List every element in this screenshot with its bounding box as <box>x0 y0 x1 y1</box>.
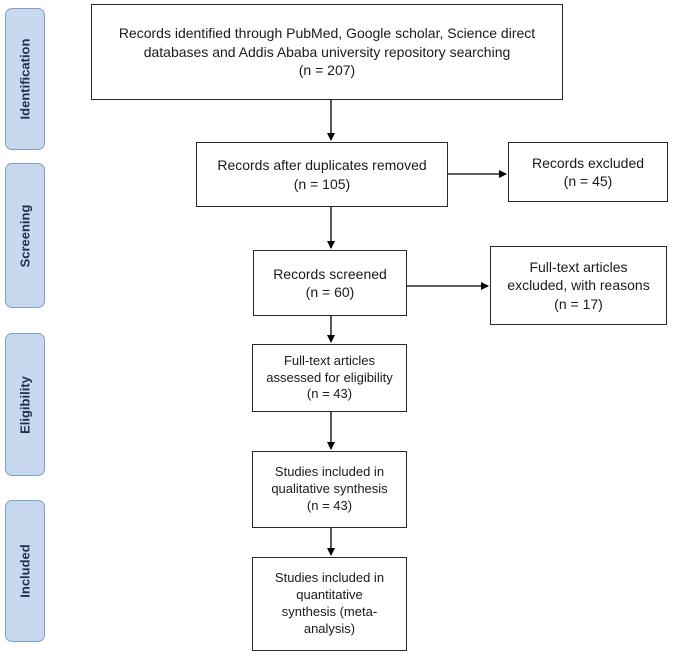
box-records-screened: Records screened (n = 60) <box>253 250 407 316</box>
box-records-identified: Records identified through PubMed, Googl… <box>91 4 563 100</box>
stage-included: Included <box>5 500 45 642</box>
box-after-duplicates-text: Records after duplicates removed (n = 10… <box>217 157 427 192</box>
box-eligibility: Full-text articles assessed for eligibil… <box>252 344 407 412</box>
box-after-duplicates: Records after duplicates removed (n = 10… <box>196 142 448 207</box>
stage-screening: Screening <box>5 163 45 308</box>
stage-identification: Identification <box>5 8 45 150</box>
stage-eligibility: Eligibility <box>5 333 45 476</box>
box-records-screened-text: Records screened (n = 60) <box>273 265 387 300</box>
box-fulltext-excluded: Full-text articles excluded, with reason… <box>490 246 667 325</box>
box-records-excluded-text: Records excluded (n = 45) <box>531 154 645 189</box>
box-fulltext-excluded-text: Full-text articles excluded, with reason… <box>507 258 650 312</box>
box-qualitative-synthesis: Studies included in qualitative synthesi… <box>252 451 407 528</box>
box-records-excluded: Records excluded (n = 45) <box>508 142 668 202</box>
box-quantitative-synthesis-text: Studies included in quantitative synthes… <box>274 570 385 636</box>
box-qualitative-synthesis-text: Studies included in qualitative synthesi… <box>271 464 388 513</box>
box-records-identified-text: Records identified through PubMed, Googl… <box>118 25 536 79</box>
box-quantitative-synthesis: Studies included in quantitative synthes… <box>252 557 407 651</box>
box-eligibility-text: Full-text articles assessed for eligibil… <box>266 352 393 402</box>
